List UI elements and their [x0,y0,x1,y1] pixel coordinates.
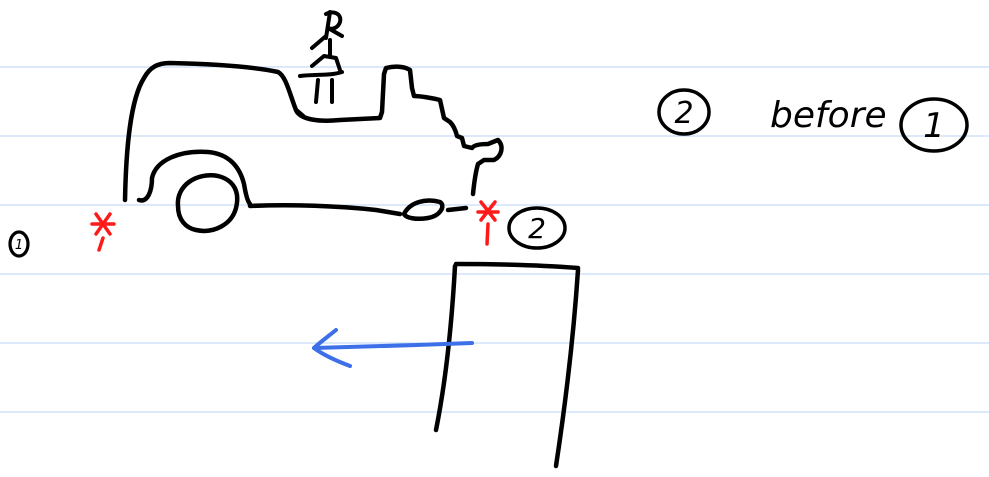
point-2-label-text: 2 [528,212,546,245]
stick-figure-sketch-icon [300,12,342,102]
point-1-label-text: 1 [15,238,23,253]
headline-word: before [770,95,887,136]
doorway-sketch-icon [436,264,578,466]
point-1-label: 1 [10,232,28,256]
headline-note: 2 before 1 [659,90,967,151]
truck-rear-wheel [178,175,237,231]
marker-point-2-icon [478,202,498,244]
headline-first-number: 2 [674,96,693,131]
headline-second-number: 1 [923,106,945,146]
truck-front-wheel [404,201,442,219]
marker-point-1-icon [92,214,114,250]
pickup-truck-sketch-icon [125,63,501,231]
point-2-label: 2 [509,208,565,248]
